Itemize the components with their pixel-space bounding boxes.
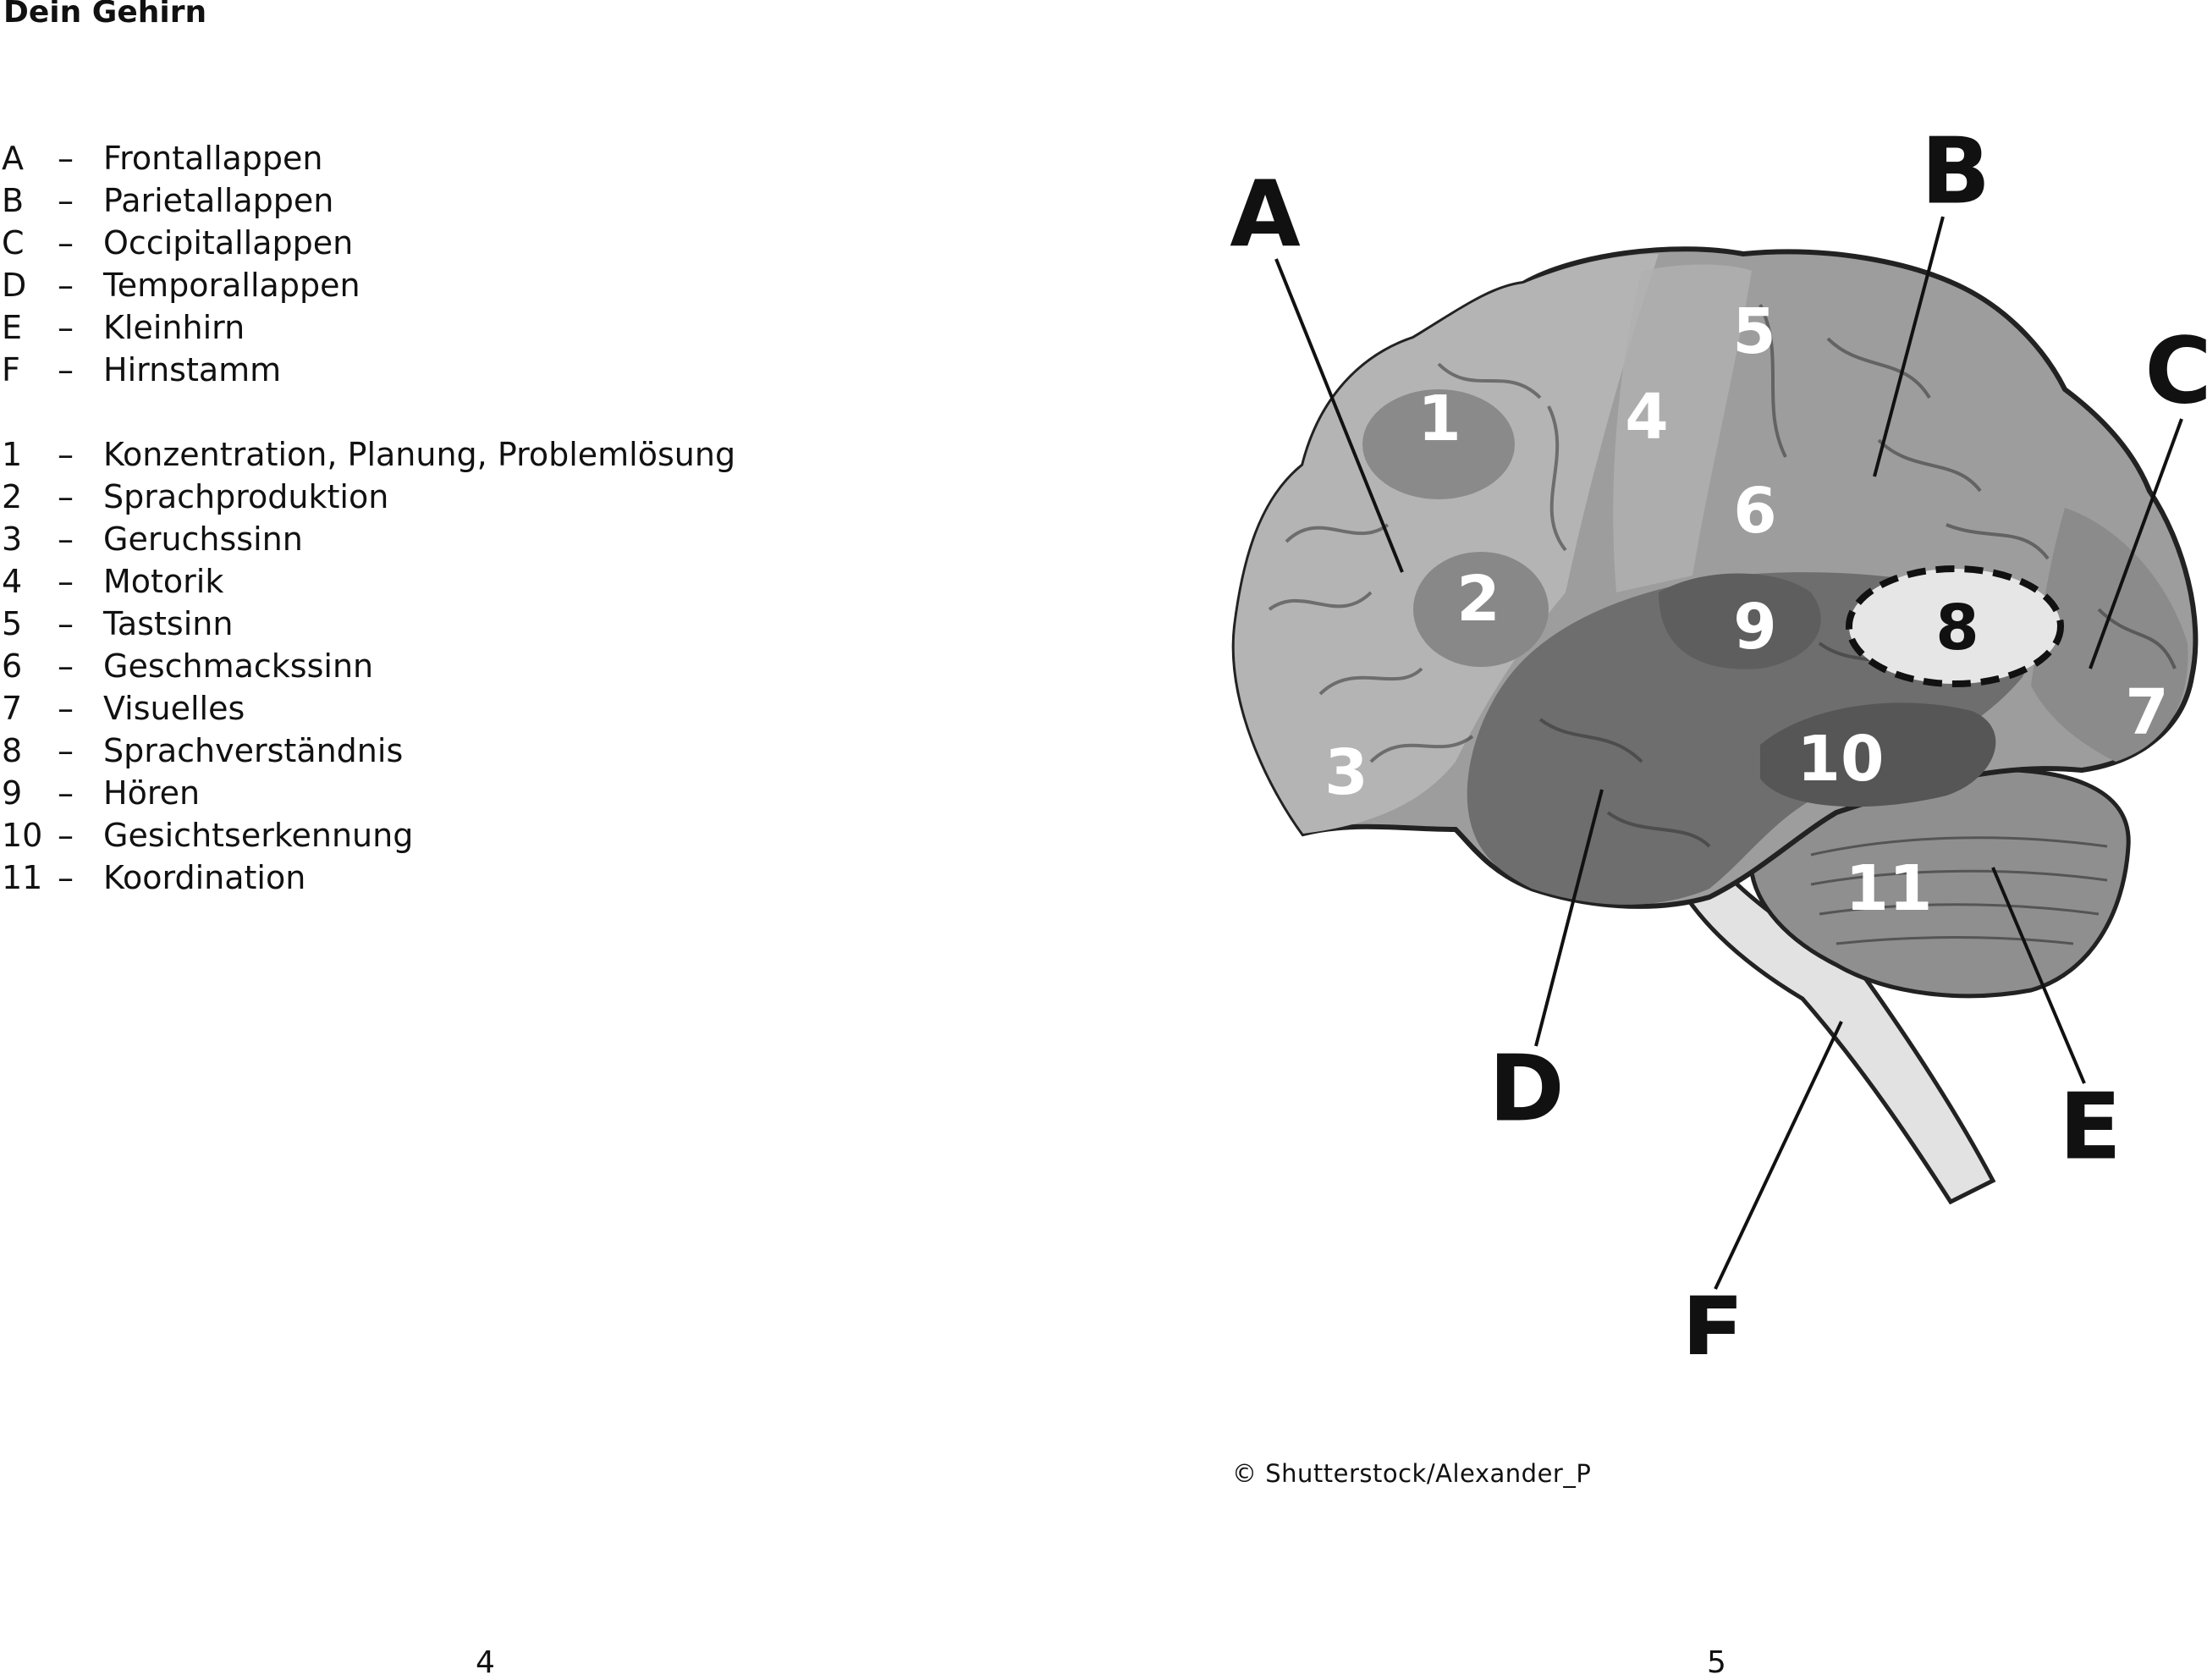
legend-label: Temporallappen — [103, 267, 360, 304]
lobe-letter-f: F — [1681, 1279, 1744, 1355]
lobe-letter-d: D — [1489, 1037, 1565, 1143]
legend-dash: – — [58, 224, 74, 262]
legend-key: 2 — [2, 478, 23, 515]
brain-diagram: 1 2 3 4 5 6 7 8 9 10 11 A B C D E F — [1230, 119, 2207, 1355]
legend-key: 7 — [2, 690, 23, 727]
region-label-2: 2 — [1456, 563, 1500, 636]
gyri-lines — [1268, 304, 2177, 848]
region-label-1: 1 — [1417, 383, 1461, 455]
legend-label: Visuelles — [103, 690, 245, 727]
legend-label: Gesichtserkennung — [103, 817, 414, 854]
region-label-11: 11 — [1846, 852, 1933, 925]
image-credit: © Shutterstock/Alexander_P — [1232, 1459, 1592, 1488]
legend-label: Koordination — [103, 859, 306, 896]
pointer-line-d — [1534, 789, 1604, 1047]
pointer-line-c — [2089, 418, 2183, 669]
legend-key: E — [2, 309, 23, 346]
frontal-lobe-region — [1234, 254, 1659, 834]
planning-area — [1362, 389, 1515, 499]
legend-dash: – — [58, 732, 74, 769]
speech-production-area — [1413, 552, 1549, 667]
legend-label: Parietallappen — [103, 182, 334, 219]
legend-dash: – — [58, 521, 74, 558]
face-recognition-area — [1760, 702, 1996, 807]
lobe-letter-a: A — [1230, 162, 1301, 268]
legend-dash: – — [58, 478, 74, 515]
legend-label: Geruchssinn — [103, 521, 303, 558]
legend-label: Sprachproduktion — [103, 478, 389, 515]
lobe-letter-e: E — [2059, 1075, 2122, 1181]
legend-key: 5 — [2, 605, 23, 642]
occipital-lobe-region — [2031, 508, 2188, 762]
legend-dash: – — [58, 140, 74, 177]
legend-dash: – — [58, 309, 74, 346]
region-label-7: 7 — [2125, 676, 2169, 749]
legend-key: B — [2, 182, 25, 219]
legend-key: D — [2, 267, 27, 304]
auditory-area — [1659, 573, 1821, 669]
legend-label: Tastsinn — [103, 605, 234, 642]
legend-key: 6 — [2, 647, 23, 685]
legend-key: 9 — [2, 774, 23, 812]
legend-dash: – — [58, 563, 74, 600]
legend-key: A — [2, 140, 24, 177]
legend-key: 4 — [2, 563, 23, 600]
page-number-right: 5 — [1707, 1645, 1726, 1680]
legend-label: Motorik — [103, 563, 224, 600]
page-title: Dein Gehirn — [3, 0, 207, 30]
legend-label: Sprachverständnis — [103, 732, 404, 769]
pointer-line-e — [1991, 867, 2086, 1084]
speech-comprehension-area — [1846, 565, 2064, 687]
legend-dash: – — [58, 351, 74, 388]
legend-key: 11 — [2, 859, 43, 896]
region-label-3: 3 — [1324, 736, 1368, 809]
legend-label: Geschmackssinn — [103, 647, 374, 685]
legend-dash: – — [58, 859, 74, 896]
lobe-letter-c: C — [2144, 319, 2207, 425]
legend-key: 10 — [2, 817, 43, 854]
legend-dash: – — [58, 267, 74, 304]
legend-dash: – — [58, 774, 74, 812]
legend-label: Konzentration, Planung, Problemlösung — [103, 436, 736, 473]
cerebellum-folds — [1810, 836, 2108, 945]
region-label-6: 6 — [1733, 475, 1777, 548]
legend-label: Hören — [103, 774, 201, 812]
legend-label: Hirnstamm — [103, 351, 282, 388]
pointer-line-f — [1714, 1021, 1843, 1290]
region-label-5: 5 — [1732, 295, 1776, 368]
lobe-letter-b: B — [1921, 119, 1990, 225]
legend-dash: – — [58, 436, 74, 473]
legend-key: F — [2, 351, 20, 388]
legend-key: C — [2, 224, 25, 262]
motor-cortex-band — [1613, 264, 1752, 592]
page-number-left: 4 — [476, 1645, 495, 1680]
region-label-8: 8 — [1935, 592, 1979, 664]
legend-key: 3 — [2, 521, 23, 558]
legend-key: 1 — [2, 436, 23, 473]
legend-label: Occipitallappen — [103, 224, 354, 262]
pointer-line-a — [1274, 258, 1404, 573]
legend-dash: – — [58, 182, 74, 219]
legend-key: 8 — [2, 732, 23, 769]
legend-dash: – — [58, 605, 74, 642]
legend-dash: – — [58, 647, 74, 685]
legend-dash: – — [58, 690, 74, 727]
region-label-4: 4 — [1625, 381, 1669, 454]
legend-label: Kleinhirn — [103, 309, 245, 346]
pointer-line-b — [1873, 216, 1945, 477]
legend-label: Frontallappen — [103, 140, 323, 177]
legend-dash: – — [58, 817, 74, 854]
region-label-10: 10 — [1797, 723, 1885, 796]
region-label-9: 9 — [1733, 591, 1777, 664]
